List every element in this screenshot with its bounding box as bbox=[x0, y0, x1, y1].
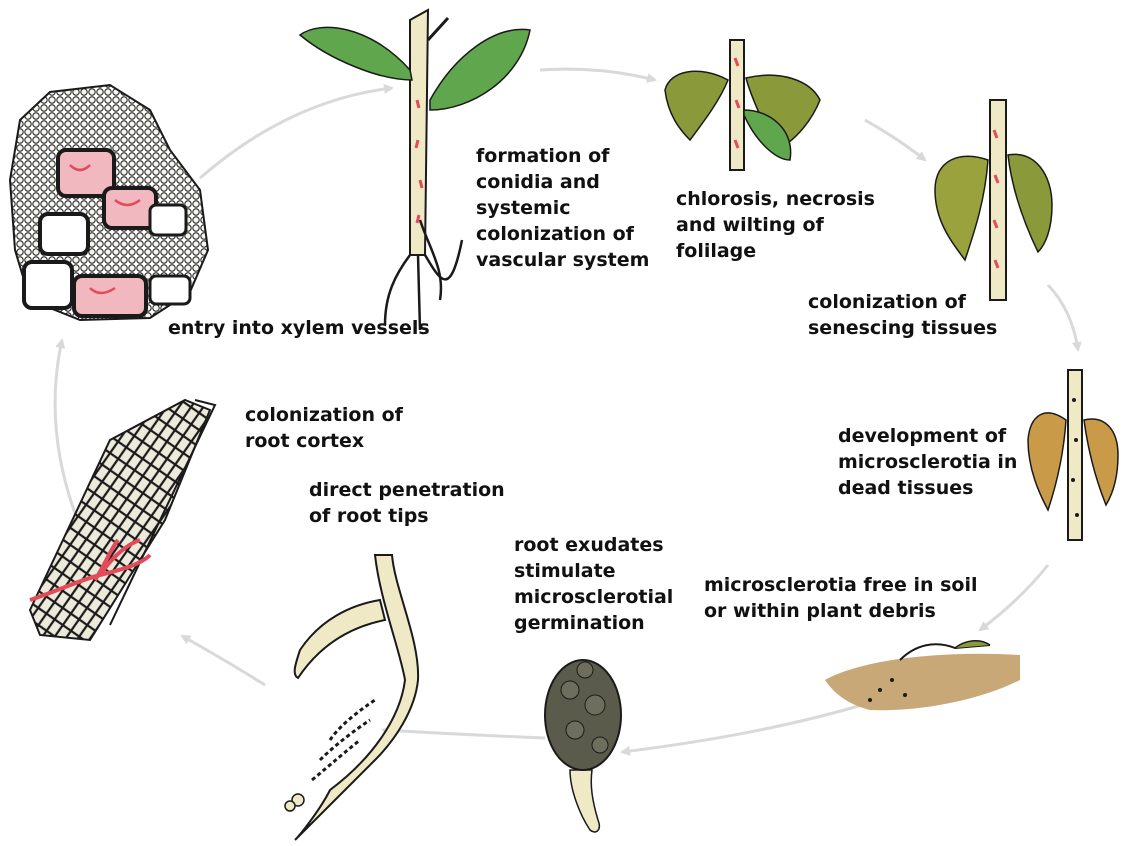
label-penetration: direct penetration of root tips bbox=[309, 477, 505, 529]
arrow-xylem-to-conidia bbox=[200, 88, 392, 178]
label-line: senescing tissues bbox=[808, 315, 997, 341]
label-line: stimulate bbox=[514, 558, 673, 584]
label-conidia: formation of conidia and systemic coloni… bbox=[476, 143, 649, 273]
label-line: root cortex bbox=[245, 428, 403, 454]
arrow-soil-to-germination bbox=[622, 705, 862, 752]
label-line: entry into xylem vessels bbox=[168, 315, 430, 341]
xylem-cross-section-icon bbox=[10, 85, 208, 320]
label-dead-tissues: development of microsclerotia in dead ti… bbox=[838, 423, 1017, 501]
label-germination: root exudates stimulate microsclerotial … bbox=[514, 532, 673, 636]
label-line: microsclerotia in bbox=[838, 449, 1017, 475]
arrow-dead-to-soil bbox=[980, 565, 1048, 630]
label-line: development of bbox=[838, 423, 1017, 449]
label-line: and wilting of bbox=[676, 212, 875, 238]
label-line: chlorosis, necrosis bbox=[676, 186, 875, 212]
label-line: vascular system bbox=[476, 247, 649, 273]
soil-debris-icon bbox=[825, 641, 1020, 710]
label-line: colonization of bbox=[245, 402, 403, 428]
label-senescing: colonization of senescing tissues bbox=[808, 289, 997, 341]
label-line: of root tips bbox=[309, 503, 505, 529]
label-xylem: entry into xylem vessels bbox=[168, 315, 430, 341]
arrow-penetration-to-cortex bbox=[182, 636, 265, 685]
label-line: conidia and bbox=[476, 169, 649, 195]
label-line: colonization of bbox=[808, 289, 997, 315]
label-line: dead tissues bbox=[838, 475, 1017, 501]
label-wilting: chlorosis, necrosis and wilting of folil… bbox=[676, 186, 875, 264]
arrow-conidia-to-wilting bbox=[540, 69, 655, 80]
senescing-stem-icon bbox=[935, 100, 1052, 300]
label-line: formation of bbox=[476, 143, 649, 169]
label-cortex: colonization of root cortex bbox=[245, 402, 403, 454]
label-line: or within plant debris bbox=[704, 598, 978, 624]
wilting-plant-icon bbox=[665, 40, 820, 170]
label-line: germination bbox=[514, 610, 673, 636]
arrow-senescing-to-dead bbox=[1048, 285, 1078, 350]
label-line: colonization of bbox=[476, 221, 649, 247]
label-line: microsclerotia free in soil bbox=[704, 572, 978, 598]
root-tip-penetration-icon bbox=[285, 555, 418, 840]
label-line: root exudates bbox=[514, 532, 673, 558]
label-line: systemic bbox=[476, 195, 649, 221]
label-soil: microsclerotia free in soil or within pl… bbox=[704, 572, 978, 624]
arrow-germination-to-penetration bbox=[383, 730, 545, 738]
germinating-microsclerotium-icon bbox=[545, 660, 621, 832]
arrow-wilting-to-senescing bbox=[865, 120, 925, 160]
dead-stem-microsclerotia-icon bbox=[1028, 370, 1118, 540]
label-line: direct penetration bbox=[309, 477, 505, 503]
label-line: folilage bbox=[676, 238, 875, 264]
label-line: microsclerotial bbox=[514, 584, 673, 610]
